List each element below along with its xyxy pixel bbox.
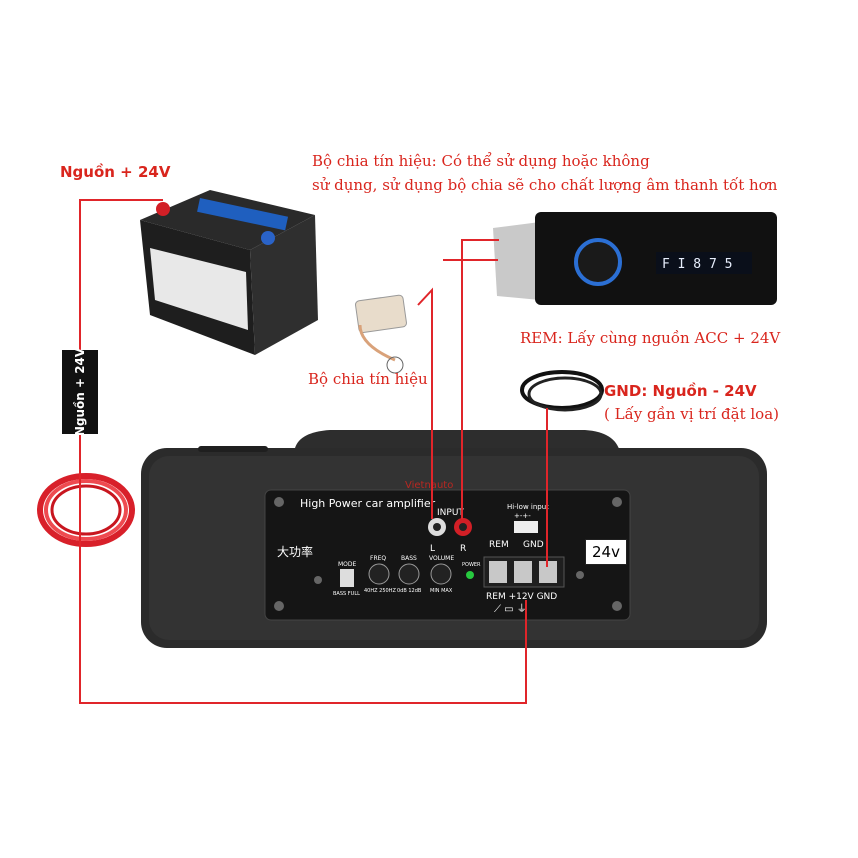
head-unit-display: F I 8 7 5 [662, 257, 732, 272]
splitter-note-line1: Bộ chia tín hiệu: Có thể sử dụng hoặc kh… [312, 152, 650, 170]
splitter-body [355, 295, 407, 333]
signal-splitter [355, 295, 407, 373]
battery-negative-terminal [261, 231, 275, 245]
power-cable-coil [40, 476, 132, 544]
freq-range-label: 40HZ 250HZ [364, 588, 396, 594]
hilow-input-label: Hi-low input [507, 503, 549, 511]
panel-chinese-label: 大功率 [277, 544, 313, 559]
power-led [466, 571, 474, 579]
gnd-note: ( Lấy gần vị trí đặt loa) [604, 405, 779, 423]
power-coil-loop [52, 486, 120, 534]
head-unit-chassis [493, 222, 540, 300]
panel-screw [612, 497, 622, 507]
panel-screw [274, 601, 284, 611]
battery-positive-terminal [156, 202, 170, 216]
bass-label: BASS [401, 555, 417, 562]
ground-coil-loop [529, 378, 601, 410]
watermark: Vietnauto [405, 480, 453, 491]
terminal-symbols: ⟋ ▭ ⏚ [494, 603, 527, 615]
hilow-connector[interactable] [514, 521, 538, 533]
terminal-screw-rem[interactable] [489, 561, 507, 583]
panel-screw [576, 571, 584, 579]
freq-knob[interactable] [369, 564, 389, 584]
terminal-screw-12v[interactable] [514, 561, 532, 583]
panel-screw [314, 576, 322, 584]
volume-knob[interactable] [431, 564, 451, 584]
volume-label: VOLUME [429, 555, 454, 562]
amplifier-edge-left [198, 446, 268, 452]
rca-right-label: R [460, 544, 466, 554]
panel-input-label: INPUT [437, 508, 464, 518]
power-label: POWER [462, 562, 481, 568]
splitter-label: Bộ chia tín hiệu [308, 370, 428, 388]
volume-range-label: MIN MAX [430, 588, 453, 594]
rca-jack-left-inner [433, 523, 441, 531]
rca-left-label: L [430, 544, 435, 554]
panel-title: High Power car amplifier [300, 497, 436, 510]
mode-label: MODE [338, 561, 357, 568]
panel-screw [274, 497, 284, 507]
head-unit-knob [576, 240, 620, 284]
power-wire-tag: Nguồn + 24V [62, 350, 98, 434]
car-battery [140, 190, 318, 355]
gnd-label: GND: Nguồn - 24V [604, 382, 757, 400]
freq-label: FREQ [370, 555, 386, 562]
battery-power-label: Nguồn + 24V [60, 163, 170, 181]
rem-label: REM: Lấy cùng nguồn ACC + 24V [520, 329, 780, 347]
bass-knob[interactable] [399, 564, 419, 584]
car-head-unit: F I 8 7 5 [493, 212, 777, 305]
splitter-note-line2: sử dụng, sử dụng bộ chia sẽ cho chất lượ… [312, 176, 777, 194]
power-coil-loop [46, 481, 126, 539]
power-wire-tag-text: Nguồn + 24V [73, 348, 87, 436]
bass-range-label: 0dB 12dB [397, 588, 422, 594]
panel-screw [612, 601, 622, 611]
terminal-top-label: REM GND [489, 540, 544, 550]
mode-switch[interactable] [340, 569, 354, 587]
hilow-pins-label: +-+- [514, 512, 531, 520]
rca-jack-right-inner [459, 523, 467, 531]
ground-cable-coil [522, 372, 602, 410]
bass-full-label: BASS FULL [333, 591, 360, 597]
terminal-bottom-label: REM +12V GND [486, 592, 557, 602]
voltage-badge: 24v [585, 539, 627, 565]
